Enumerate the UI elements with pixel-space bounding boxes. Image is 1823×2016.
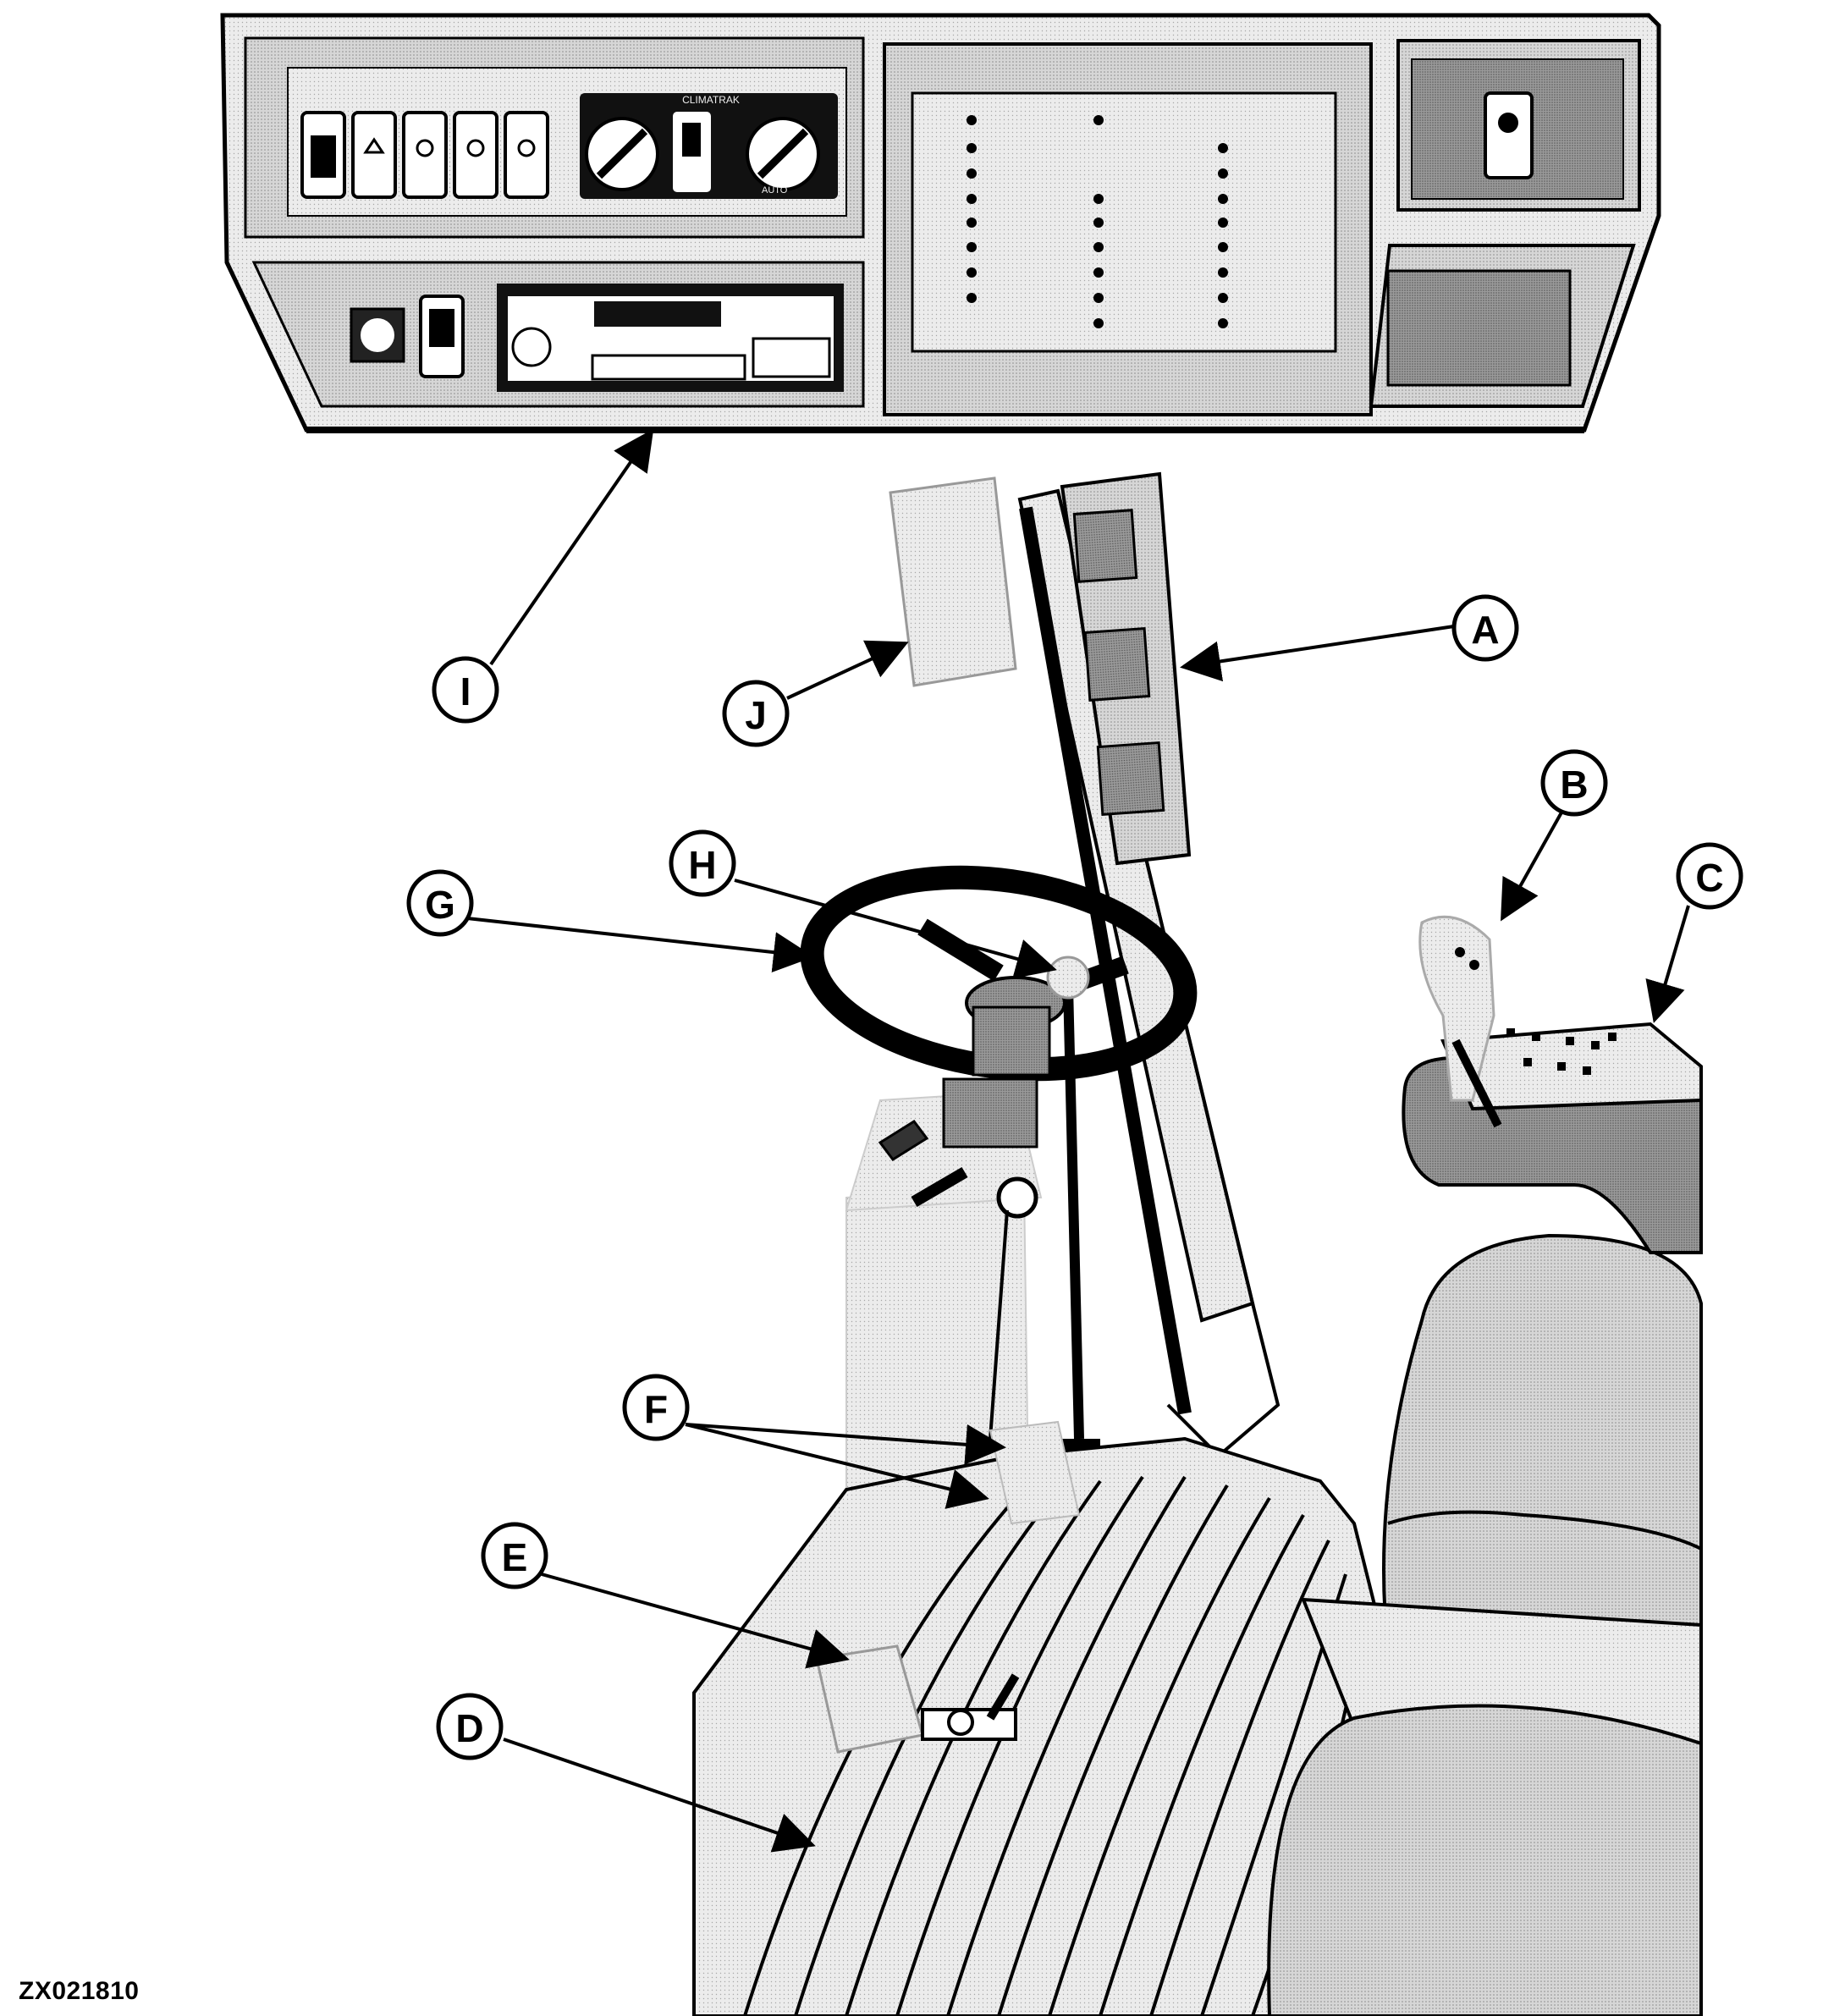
warning-lamp-display bbox=[883, 42, 1373, 416]
steering-column-pedal bbox=[989, 1420, 1081, 1525]
callout-a-letter: A bbox=[1471, 608, 1499, 652]
callout-j: J bbox=[722, 680, 790, 747]
multifunction-control-lever bbox=[1418, 915, 1502, 1128]
callout-h: H bbox=[669, 829, 736, 897]
leader-c bbox=[1645, 905, 1690, 1023]
callout-g: G bbox=[406, 869, 474, 937]
mirror-monitor bbox=[889, 476, 1017, 687]
callout-h-letter: H bbox=[688, 843, 716, 887]
figure-id: ZX021810 bbox=[19, 1977, 140, 2005]
rocker-switch-bank bbox=[300, 111, 549, 199]
callout-c: C bbox=[1676, 842, 1743, 910]
cab-corner-post bbox=[1017, 488, 1281, 1458]
callout-b: B bbox=[1540, 749, 1608, 817]
operator-seat bbox=[1267, 1233, 1703, 2016]
leader-f2 bbox=[685, 1423, 989, 1509]
callout-i: I bbox=[432, 656, 499, 724]
hazard-switch bbox=[350, 307, 405, 363]
corner-post-display-unit bbox=[1060, 471, 1192, 866]
storage-recess bbox=[1369, 244, 1636, 408]
callout-d: D bbox=[436, 1693, 504, 1760]
leader-e bbox=[541, 1573, 850, 1669]
pedal-hinge bbox=[921, 1673, 1020, 1741]
leader-d bbox=[503, 1738, 816, 1853]
callout-c-letter: C bbox=[1695, 856, 1723, 900]
climate-control-module: CLIMATRAK AUTO bbox=[580, 93, 838, 199]
climate-module-label: CLIMATRAK bbox=[682, 94, 740, 106]
overhead-control-panel: CLIMATRAK AUTO bbox=[220, 13, 1661, 433]
auto-label: AUTO bbox=[762, 185, 788, 196]
callout-b-letter: B bbox=[1560, 763, 1588, 807]
wiper-switch-recess bbox=[1396, 39, 1641, 212]
leader-g bbox=[466, 917, 814, 973]
callout-i-letter: I bbox=[460, 669, 471, 713]
leader-b bbox=[1501, 812, 1563, 922]
callout-bubbles: A B C D E F G H bbox=[406, 594, 1743, 1760]
column-tilt-lever bbox=[878, 1119, 1038, 1440]
callout-d-letter: D bbox=[455, 1706, 483, 1750]
callout-e-letter: E bbox=[502, 1535, 528, 1579]
callout-f: F bbox=[622, 1374, 690, 1441]
reverser-lever bbox=[1046, 956, 1100, 1473]
work-light-switch bbox=[419, 295, 465, 378]
callout-e: E bbox=[481, 1522, 548, 1589]
leader-i bbox=[489, 428, 654, 666]
callout-g-letter: G bbox=[425, 883, 455, 927]
callout-f-letter: F bbox=[644, 1387, 668, 1431]
callout-j-letter: J bbox=[745, 693, 767, 737]
radio-unit bbox=[497, 284, 844, 392]
callout-leaders bbox=[466, 428, 1690, 1853]
leader-a bbox=[1180, 625, 1455, 682]
callout-a: A bbox=[1451, 594, 1519, 662]
leader-f1 bbox=[685, 1423, 1006, 1465]
leader-h bbox=[734, 879, 1057, 979]
leader-j bbox=[786, 640, 909, 700]
